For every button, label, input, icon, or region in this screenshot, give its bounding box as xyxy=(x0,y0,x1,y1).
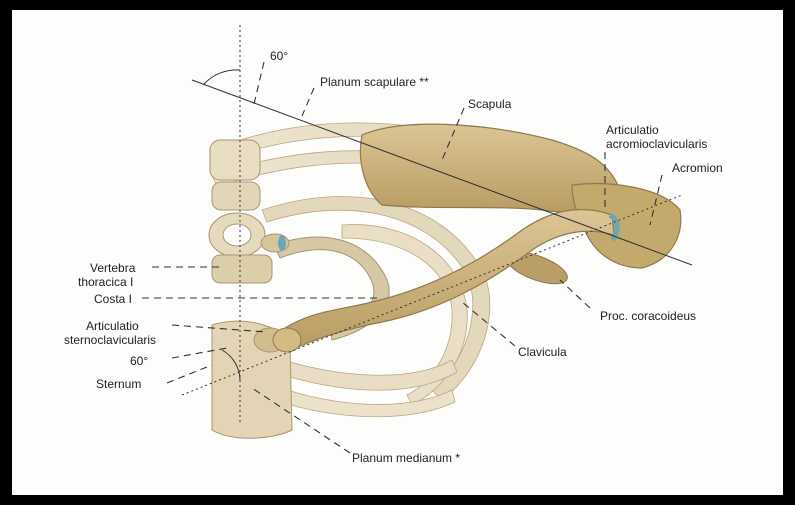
label-sternum: Sternum xyxy=(96,377,141,391)
label-angle-top: 60° xyxy=(270,49,288,63)
label-planum-scapulare: Planum scapulare ** xyxy=(320,75,429,89)
label-proc-coracoideus: Proc. coracoideus xyxy=(600,309,696,323)
label-costa: Costa I xyxy=(94,292,132,306)
shoulder-girdle-diagram: 60° Planum scapulare ** Scapula Articula… xyxy=(12,10,783,495)
label-planum-medianum: Planum medianum * xyxy=(352,451,460,465)
label-clavicula: Clavicula xyxy=(518,345,567,359)
label-vertebra-1: Vertebra xyxy=(90,261,136,275)
label-articulatio-acromio-2: acromioclavicularis xyxy=(606,137,707,151)
label-articulatio-sterno-2: sternoclavicularis xyxy=(64,333,156,347)
label-acromion: Acromion xyxy=(672,161,723,175)
label-vertebra-2: thoracica I xyxy=(78,275,133,289)
angle-arc-top xyxy=(204,70,240,84)
label-angle-bottom: 60° xyxy=(130,354,148,368)
label-articulatio-acromio-1: Articulatio xyxy=(606,123,659,137)
anatomy-figure: 60° Planum scapulare ** Scapula Articula… xyxy=(12,10,783,495)
label-articulatio-sterno-1: Articulatio xyxy=(86,319,139,333)
label-scapula: Scapula xyxy=(468,97,512,111)
